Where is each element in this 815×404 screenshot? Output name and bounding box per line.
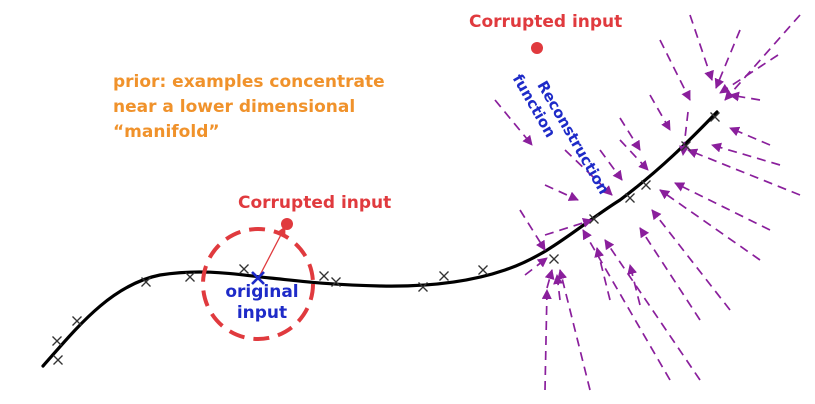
- sample-point: [53, 355, 63, 365]
- reconstruction-arrow: [524, 257, 548, 276]
- reconstruction-arrow: [729, 126, 771, 146]
- corrupted-point-top: [531, 42, 543, 54]
- reconstruction-arrow: [564, 149, 613, 196]
- original-label-line-1: original: [225, 282, 299, 302]
- sample-point: [439, 271, 449, 281]
- reconstruction-arrow: [557, 269, 591, 391]
- reconstruction-arrow: [639, 227, 701, 321]
- reconstruction-arrow: [544, 184, 579, 201]
- reconstruction-arrow: [729, 91, 761, 102]
- prior-line-1: prior: examples concentrate: [113, 72, 385, 92]
- reconstruction-arrow: [541, 289, 552, 391]
- reconstruction-arrow: [619, 117, 641, 151]
- corrupted-input-label-top: Corrupted input: [469, 12, 623, 32]
- sample-point: [681, 141, 691, 151]
- reconstruction-arrow: [674, 182, 771, 231]
- reconstruction-arrow: [714, 29, 741, 89]
- sample-point: [625, 193, 635, 203]
- prior-line-3: “manifold”: [113, 122, 220, 142]
- sample-point: [239, 264, 249, 274]
- reconstruction-arrow: [689, 14, 714, 81]
- reconstruction-arrow: [544, 217, 593, 236]
- sample-point: [331, 277, 341, 287]
- reconstruction-arrow: [659, 189, 761, 261]
- sample-point: [72, 316, 82, 326]
- reconstruction-arrow: [553, 274, 564, 301]
- reconstruction-arrow: [519, 209, 546, 251]
- noise-circle: [201, 227, 315, 341]
- prior-line-2: near a lower dimensional: [113, 97, 356, 117]
- sample-point: [589, 214, 599, 224]
- sample-point: [710, 112, 720, 122]
- sample-point: [418, 282, 428, 292]
- sample-point: [641, 180, 651, 190]
- reconstruction-arrow: [649, 94, 671, 131]
- reconstruction-arrow: [604, 239, 701, 381]
- reconstruction-arrow: [627, 264, 641, 306]
- reconstruction-arrow: [659, 39, 691, 101]
- reconstruction-arrow: [711, 142, 781, 166]
- reconstruction-arrows: [494, 14, 801, 391]
- original-point: [251, 271, 265, 285]
- manifold-curve: [41, 110, 719, 368]
- reconstruction-arrow: [719, 54, 779, 94]
- sample-point: [141, 277, 151, 287]
- prior-note: prior: examples concentrate near a lower…: [113, 70, 385, 145]
- sample-point: [549, 254, 559, 264]
- reconstruction-arrow: [724, 14, 801, 101]
- sample-point: [319, 271, 329, 281]
- sample-point: [185, 272, 195, 282]
- reconstruction-arrow: [619, 139, 649, 171]
- original-label-line-2: input: [236, 303, 288, 323]
- corrupted-point-mid: [281, 218, 293, 230]
- original-input-label: original input: [218, 282, 306, 324]
- reconstruction-arrow: [594, 247, 611, 301]
- corruption-arrow: [258, 226, 286, 278]
- sample-points: [52, 112, 720, 365]
- corrupted-input-label-mid: Corrupted input: [238, 193, 392, 213]
- reconstruction-arrow: [651, 209, 731, 311]
- reconstruction-arrow: [494, 99, 533, 146]
- reconstruction-arrow: [599, 149, 623, 181]
- reconstruction-arrow: [687, 148, 801, 196]
- sample-point: [478, 265, 488, 275]
- reconstruction-arrow: [544, 269, 555, 289]
- sample-point: [52, 336, 62, 346]
